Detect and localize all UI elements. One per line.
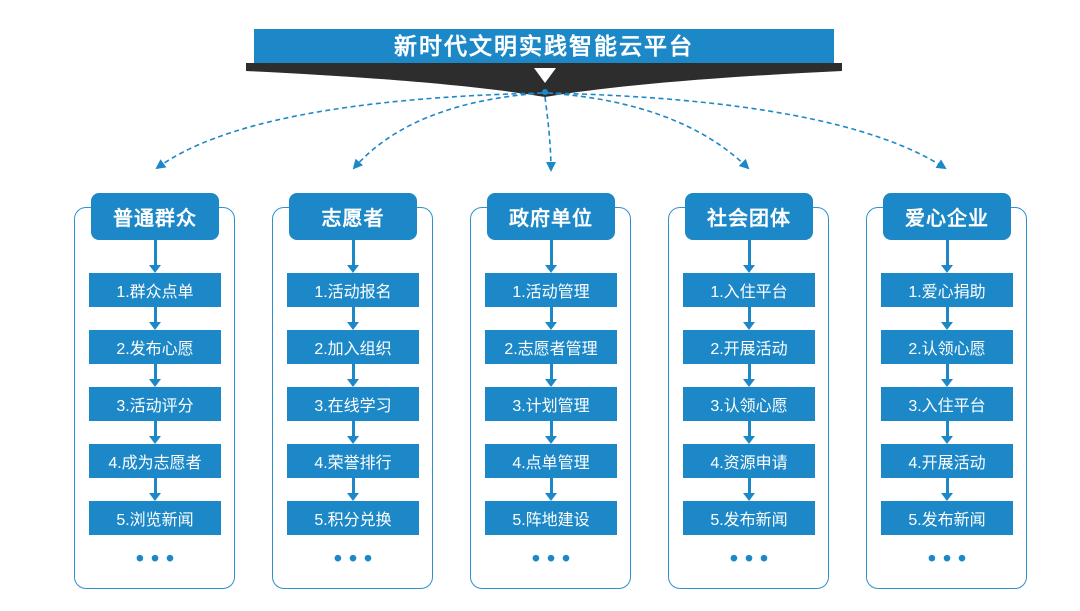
more-items-dots: ••• — [927, 545, 974, 571]
flow-arrow-down-icon — [351, 478, 355, 493]
flow-arrow-down-icon — [153, 421, 157, 436]
flow-column-4: 社会团体 1.入住平台 2.开展活动 3.认领心愿 4.资源申请 5.发布新闻 ••• — [668, 193, 830, 590]
flow-item: 4.资源申请 — [683, 444, 815, 478]
flow-item: 2.认领心愿 — [881, 330, 1013, 364]
flow-item: 5.浏览新闻 — [89, 501, 221, 535]
column-header: 社会团体 — [685, 193, 813, 240]
flow-arrow-down-icon — [351, 240, 355, 265]
platform-title: 新时代文明实践智能云平台 — [254, 29, 834, 63]
flow-column-2: 志愿者 1.活动报名 2.加入组织 3.在线学习 4.荣誉排行 5.积分兑换 ••• — [272, 193, 434, 590]
flow-column-1: 普通群众 1.群众点单 2.发布心愿 3.活动评分 4.成为志愿者 5.浏览新闻 ••• — [74, 193, 236, 590]
flow-arrow-down-icon — [153, 364, 157, 379]
flow-column-3: 政府单位 1.活动管理 2.志愿者管理 3.计划管理 4.点单管理 5.阵地建设 ••• — [470, 193, 632, 590]
flow-arrow-down-icon — [549, 240, 553, 265]
flow-arrow-down-icon — [747, 421, 751, 436]
flow-arrow-down-icon — [747, 478, 751, 493]
flow-item: 4.成为志愿者 — [89, 444, 221, 478]
column-header: 爱心企业 — [883, 193, 1011, 240]
flow-item: 3.认领心愿 — [683, 387, 815, 421]
fan-arrow-to-col3 — [544, 96, 556, 172]
flow-item: 5.发布新闻 — [683, 501, 815, 535]
fan-arrow-to-col4 — [546, 92, 750, 170]
flow-arrow-down-icon — [153, 240, 157, 265]
flow-arrow-down-icon — [747, 307, 751, 322]
fan-hub-dot — [542, 89, 548, 95]
column-header: 志愿者 — [289, 193, 417, 240]
flow-item: 2.开展活动 — [683, 330, 815, 364]
flow-item: 1.群众点单 — [89, 273, 221, 307]
flow-item: 5.阵地建设 — [485, 501, 617, 535]
flow-arrow-down-icon — [747, 364, 751, 379]
more-items-dots: ••• — [531, 545, 578, 571]
flow-arrow-down-icon — [153, 307, 157, 322]
flow-arrow-down-icon — [351, 421, 355, 436]
flow-item: 2.加入组织 — [287, 330, 419, 364]
more-items-dots: ••• — [333, 545, 380, 571]
flow-arrow-down-icon — [549, 364, 553, 379]
flow-arrow-down-icon — [747, 240, 751, 265]
flow-item: 4.开展活动 — [881, 444, 1013, 478]
flow-arrow-down-icon — [945, 364, 949, 379]
flow-item: 5.发布新闻 — [881, 501, 1013, 535]
flow-arrow-down-icon — [549, 478, 553, 493]
flow-arrow-down-icon — [351, 307, 355, 322]
fan-arrow-to-col2 — [352, 92, 544, 170]
flow-item: 3.在线学习 — [287, 387, 419, 421]
flow-column-5: 爱心企业 1.爱心捐助 2.认领心愿 3.入住平台 4.开展活动 5.发布新闻 ••• — [866, 193, 1028, 590]
flow-arrow-down-icon — [945, 478, 949, 493]
flow-item: 1.活动管理 — [485, 273, 617, 307]
flow-item: 3.计划管理 — [485, 387, 617, 421]
flow-item: 2.发布心愿 — [89, 330, 221, 364]
flow-arrow-down-icon — [549, 307, 553, 322]
more-items-dots: ••• — [729, 545, 776, 571]
column-header: 政府单位 — [487, 193, 615, 240]
column-header: 普通群众 — [91, 193, 219, 240]
flow-item: 3.入住平台 — [881, 387, 1013, 421]
more-items-dots: ••• — [135, 545, 182, 571]
flow-item: 1.入住平台 — [683, 273, 815, 307]
flow-arrow-down-icon — [351, 364, 355, 379]
flow-item: 2.志愿者管理 — [485, 330, 617, 364]
down-arrow-icon — [534, 68, 556, 83]
flow-arrow-down-icon — [549, 421, 553, 436]
flow-arrow-down-icon — [945, 240, 949, 265]
flow-item: 1.活动报名 — [287, 273, 419, 307]
flow-arrow-down-icon — [945, 421, 949, 436]
flow-arrow-down-icon — [153, 478, 157, 493]
flow-item: 3.活动评分 — [89, 387, 221, 421]
flow-item: 4.点单管理 — [485, 444, 617, 478]
flow-arrow-down-icon — [945, 307, 949, 322]
flow-item: 5.积分兑换 — [287, 501, 419, 535]
flow-item: 4.荣誉排行 — [287, 444, 419, 478]
flow-item: 1.爱心捐助 — [881, 273, 1013, 307]
